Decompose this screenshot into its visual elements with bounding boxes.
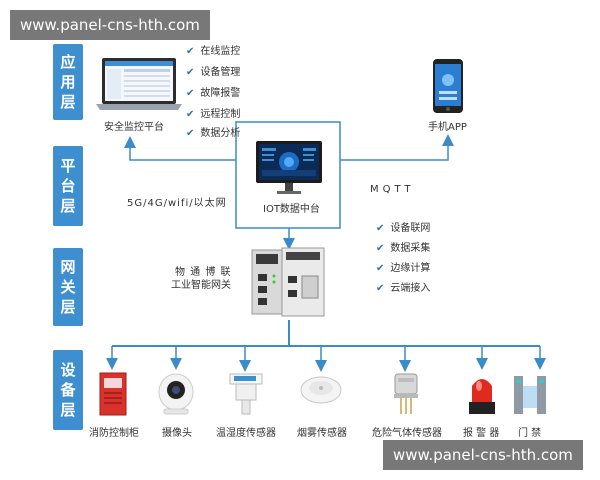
gateway-type-label: 工业智能网关 — [171, 280, 231, 291]
laptop-icon — [96, 58, 182, 110]
watermark-top: www.panel-cns-hth.com — [10, 10, 210, 40]
link-platform-app — [340, 134, 454, 161]
gas-sensor-icon — [394, 373, 418, 414]
iot-center-label: IOT数据中台 — [263, 204, 320, 215]
fire-control-cabinet-icon — [99, 372, 127, 416]
layer-device-badge: 设备层 — [53, 350, 83, 430]
device-label-5: 危险气体传感器 — [372, 428, 442, 439]
mqtt-label: MQTT — [370, 184, 415, 195]
layer-app-badge: 应用层 — [53, 44, 83, 120]
layer-platform-badge: 平台层 — [53, 146, 83, 226]
gateway-feature-1: ✔设备联网 — [376, 223, 431, 234]
device-label-4: 烟雾传感器 — [297, 428, 347, 439]
monitor-platform-label: 安全监控平台 — [104, 122, 164, 133]
check-icon: ✔ — [186, 88, 195, 99]
network-label: 5G/4G/wifi/以太网 — [127, 198, 227, 209]
check-icon: ✔ — [376, 223, 385, 234]
device-label-1: 消防控制柜 — [89, 428, 139, 439]
device-label-7: 门 禁 — [518, 428, 542, 439]
check-icon: ✔ — [376, 263, 385, 274]
gateway-feature-4: ✔云端接入 — [376, 283, 431, 294]
access-gate-icon — [514, 376, 546, 414]
check-icon: ✔ — [186, 46, 195, 57]
check-icon: ✔ — [186, 67, 195, 78]
smoke-sensor-icon — [300, 376, 342, 404]
gateway-feature-2: ✔数据采集 — [376, 243, 431, 254]
camera-icon — [158, 373, 194, 415]
app-feature-1: ✔在线监控 — [186, 46, 241, 57]
check-icon: ✔ — [376, 283, 385, 294]
layer-gateway-badge: 网关层 — [53, 248, 83, 326]
monitor-icon — [256, 141, 322, 194]
gateway-device-icon — [251, 247, 325, 317]
device-label-6: 报 警 器 — [463, 428, 500, 439]
smartphone-icon — [433, 59, 463, 113]
alarm-light-icon — [469, 379, 495, 414]
gateway-feature-3: ✔边缘计算 — [376, 263, 431, 274]
check-icon: ✔ — [186, 128, 195, 139]
mobile-app-label: 手机APP — [428, 122, 467, 133]
device-label-3: 温湿度传感器 — [216, 428, 276, 439]
check-icon: ✔ — [186, 109, 195, 120]
app-feature-3: ✔故障报警 — [186, 88, 241, 99]
watermark-bottom: www.panel-cns-hth.com — [383, 440, 583, 470]
app-feature-4: ✔远程控制 — [186, 109, 241, 120]
check-icon: ✔ — [376, 243, 385, 254]
device-label-2: 摄像头 — [162, 428, 192, 439]
gateway-brand-label: 物 通 博 联 — [175, 267, 232, 278]
app-feature-5: ✔数据分析 — [186, 128, 241, 139]
temperature-humidity-sensor-icon — [229, 373, 263, 415]
app-feature-2: ✔设备管理 — [186, 67, 241, 78]
platform-box — [235, 121, 341, 229]
link-platform-monitor — [124, 136, 236, 161]
